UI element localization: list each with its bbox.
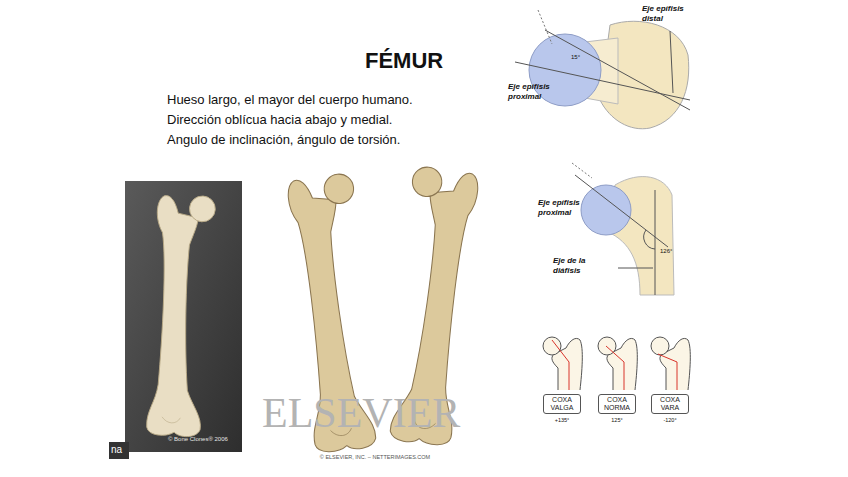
angle-label: 15° [571,54,580,61]
axis-line [575,175,668,247]
label-box: COXA NORMA [598,394,636,414]
copyright: © Bone Clones® 2006 [168,436,228,443]
axis-label: Eje epífisis proximal [538,198,590,218]
coxa-figure [598,337,637,390]
axis-line [655,190,656,295]
corner-tab [109,442,129,459]
femur-head [189,195,216,222]
leader-line [618,268,653,269]
coxa-figure [543,337,582,390]
angle-arc [644,230,655,249]
femur-head [323,173,355,205]
torsion-diagram [515,10,690,129]
dashed-line [572,163,592,178]
axis-label: Eje epífisis distal [642,4,686,24]
body-text: Dirección oblícua hacia abajo y medial. [167,112,392,128]
femoral-head [543,337,561,355]
label-box: COXA VARA [651,394,689,414]
angle-value: +135° [555,417,570,424]
box-label: COXA VALGA [547,396,577,412]
photo-background [125,181,242,452]
body-text: Angulo de inclinación, ángulo de torsión… [167,132,400,148]
coxa-figure [651,337,690,390]
cut-text: na [111,444,122,456]
femur-outline [552,338,582,390]
axis-line [606,346,624,390]
femur-head [411,166,443,198]
leader-line [670,31,673,93]
watermark: ELSEVIER [262,388,460,438]
femoral-head [581,185,631,235]
label-box: COXA VALGA [543,394,581,414]
dashed-line [538,10,552,44]
box-label: COXA VARA [655,396,685,412]
title: FÉMUR [365,48,443,74]
axis-label: Eje epífisis proximal [508,82,558,102]
copyright: © ELSEVIER, INC. – NETTERIMAGES.COM [320,454,430,461]
axis-line [545,30,690,110]
axis-label: Eje de la diáfisis [553,256,615,276]
femur-shaft [146,195,213,437]
angle-value: -120° [663,417,676,424]
axis-line [658,354,677,390]
condyle-line [162,417,181,423]
angle-value: 125° [611,417,622,424]
box-label: COXA NORMA [602,396,632,412]
axis-line [552,340,569,390]
inclination-diagram [572,163,674,295]
angle-label: 126° [660,248,672,255]
photo-femur [146,194,216,438]
body-text: Hueso largo, el mayor del cuerpo humano. [167,92,413,108]
femoral-head [651,337,669,355]
